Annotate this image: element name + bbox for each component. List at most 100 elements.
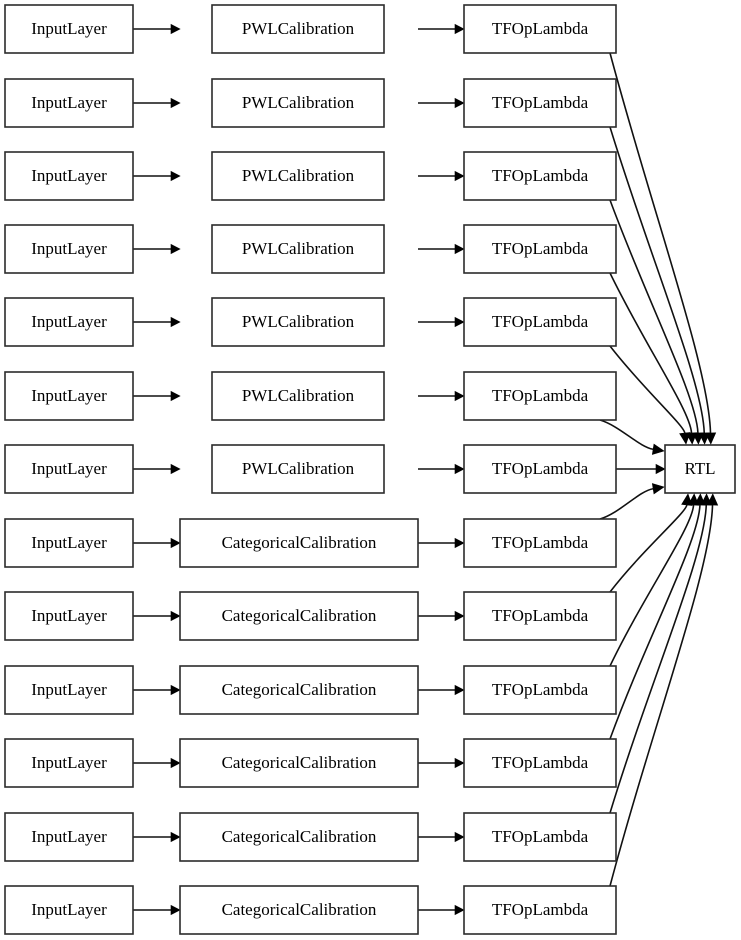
- edge-calibration-tfop-12-arrowhead: [454, 904, 465, 916]
- node-inputlayer-12[interactable]: InputLayer: [4, 885, 134, 935]
- node-tfoplambda-5[interactable]: TFOpLambda: [463, 371, 617, 421]
- node-tfoplambda-12-box: [463, 885, 617, 935]
- node-categoricalcalibration-11[interactable]: CategoricalCalibration: [179, 812, 419, 862]
- node-categoricalcalibration-7-label: CategoricalCalibration: [222, 533, 377, 552]
- node-categoricalcalibration-7[interactable]: CategoricalCalibration: [179, 518, 419, 568]
- edge-input-calibration-5-arrowhead: [170, 390, 181, 402]
- node-inputlayer-10-label: InputLayer: [31, 753, 107, 772]
- node-categoricalcalibration-10-box: [179, 738, 419, 788]
- node-categoricalcalibration-11-label: CategoricalCalibration: [222, 827, 377, 846]
- node-categoricalcalibration-12[interactable]: CategoricalCalibration: [179, 885, 419, 935]
- node-tfoplambda-10-box: [463, 738, 617, 788]
- node-inputlayer-4[interactable]: InputLayer: [4, 297, 134, 347]
- node-pwlcalibration-5-box: [211, 371, 385, 421]
- node-inputlayer-5[interactable]: InputLayer: [4, 371, 134, 421]
- edge-calibration-tfop-5-arrowhead: [454, 390, 465, 402]
- node-tfoplambda-3-label: TFOpLambda: [492, 239, 589, 258]
- edge-tfop-rtl-1-curve: [609, 126, 706, 434]
- node-inputlayer-8-label: InputLayer: [31, 606, 107, 625]
- node-tfoplambda-3[interactable]: TFOpLambda: [463, 224, 617, 274]
- edge-input-calibration-4-arrowhead: [170, 316, 181, 328]
- node-tfoplambda-10-label: TFOpLambda: [492, 753, 589, 772]
- node-tfoplambda-3-box: [463, 224, 617, 274]
- node-tfoplambda-11-box: [463, 812, 617, 862]
- node-inputlayer-5-box: [4, 371, 134, 421]
- node-tfoplambda-11[interactable]: TFOpLambda: [463, 812, 617, 862]
- edge-input-calibration-11-arrowhead: [170, 831, 181, 843]
- node-inputlayer-10-box: [4, 738, 134, 788]
- node-pwlcalibration-2-box: [211, 151, 385, 201]
- node-inputlayer-3[interactable]: InputLayer: [4, 224, 134, 274]
- node-categoricalcalibration-10[interactable]: CategoricalCalibration: [179, 738, 419, 788]
- node-tfoplambda-12[interactable]: TFOpLambda: [463, 885, 617, 935]
- node-inputlayer-10[interactable]: InputLayer: [4, 738, 134, 788]
- node-inputlayer-1-box: [4, 78, 134, 128]
- node-tfoplambda-5-box: [463, 371, 617, 421]
- node-inputlayer-0-label: InputLayer: [31, 19, 107, 38]
- node-pwlcalibration-4[interactable]: PWLCalibration: [211, 297, 385, 347]
- node-inputlayer-11-box: [4, 812, 134, 862]
- node-inputlayer-1[interactable]: InputLayer: [4, 78, 134, 128]
- node-inputlayer-9[interactable]: InputLayer: [4, 665, 134, 715]
- node-categoricalcalibration-8[interactable]: CategoricalCalibration: [179, 591, 419, 641]
- edge-input-calibration-1-arrowhead: [170, 97, 181, 109]
- node-tfoplambda-2[interactable]: TFOpLambda: [463, 151, 617, 201]
- node-tfoplambda-1[interactable]: TFOpLambda: [463, 78, 617, 128]
- node-tfoplambda-6[interactable]: TFOpLambda: [463, 444, 617, 494]
- node-tfoplambda-7[interactable]: TFOpLambda: [463, 518, 617, 568]
- edge-input-calibration-7-arrowhead: [170, 537, 181, 549]
- node-pwlcalibration-6-box: [211, 444, 385, 494]
- node-categoricalcalibration-11-box: [179, 812, 419, 862]
- node-tfoplambda-0-label: TFOpLambda: [492, 19, 589, 38]
- edge-tfop-rtl-4-arrowhead: [679, 432, 691, 445]
- node-pwlcalibration-1[interactable]: PWLCalibration: [211, 78, 385, 128]
- edge-tfop-rtl-2-curve: [609, 199, 699, 434]
- node-inputlayer-4-box: [4, 297, 134, 347]
- node-inputlayer-6-box: [4, 444, 134, 494]
- edge-calibration-tfop-8-arrowhead: [454, 610, 465, 622]
- node-tfoplambda-0[interactable]: TFOpLambda: [463, 4, 617, 54]
- node-tfoplambda-10[interactable]: TFOpLambda: [463, 738, 617, 788]
- node-pwlcalibration-6[interactable]: PWLCalibration: [211, 444, 385, 494]
- node-inputlayer-12-label: InputLayer: [31, 900, 107, 919]
- node-inputlayer-2[interactable]: InputLayer: [4, 151, 134, 201]
- node-categoricalcalibration-9[interactable]: CategoricalCalibration: [179, 665, 419, 715]
- node-inputlayer-11[interactable]: InputLayer: [4, 812, 134, 862]
- node-tfoplambda-4-label: TFOpLambda: [492, 312, 589, 331]
- node-pwlcalibration-4-box: [211, 297, 385, 347]
- edge-input-calibration-0-arrowhead: [170, 23, 181, 35]
- node-tfoplambda-8[interactable]: TFOpLambda: [463, 591, 617, 641]
- edge-calibration-tfop-7-arrowhead: [454, 537, 465, 549]
- node-pwlcalibration-2[interactable]: PWLCalibration: [211, 151, 385, 201]
- node-inputlayer-9-box: [4, 665, 134, 715]
- node-categoricalcalibration-7-box: [179, 518, 419, 568]
- node-tfoplambda-2-label: TFOpLambda: [492, 166, 589, 185]
- edge-tfop-rtl-7-curve: [599, 487, 654, 520]
- node-categoricalcalibration-9-label: CategoricalCalibration: [222, 680, 377, 699]
- node-tfoplambda-8-box: [463, 591, 617, 641]
- node-tfoplambda-4[interactable]: TFOpLambda: [463, 297, 617, 347]
- edge-input-calibration-10-arrowhead: [170, 757, 181, 769]
- node-inputlayer-7-box: [4, 518, 134, 568]
- edge-input-calibration-9-arrowhead: [170, 684, 181, 696]
- node-inputlayer-6-label: InputLayer: [31, 459, 107, 478]
- node-inputlayer-3-box: [4, 224, 134, 274]
- node-inputlayer-6[interactable]: InputLayer: [4, 444, 134, 494]
- node-rtl[interactable]: RTL: [664, 444, 736, 494]
- node-tfoplambda-0-box: [463, 4, 617, 54]
- edge-calibration-tfop-11-arrowhead: [454, 831, 465, 843]
- edge-input-calibration-2-arrowhead: [170, 170, 181, 182]
- edge-calibration-tfop-2-arrowhead: [454, 170, 465, 182]
- edge-input-calibration-3-arrowhead: [170, 243, 181, 255]
- edge-calibration-tfop-0-arrowhead: [454, 23, 465, 35]
- node-pwlcalibration-5[interactable]: PWLCalibration: [211, 371, 385, 421]
- node-inputlayer-8[interactable]: InputLayer: [4, 591, 134, 641]
- node-rtl-label: RTL: [684, 459, 715, 478]
- node-inputlayer-0[interactable]: InputLayer: [4, 4, 134, 54]
- node-tfoplambda-9[interactable]: TFOpLambda: [463, 665, 617, 715]
- node-pwlcalibration-3[interactable]: PWLCalibration: [211, 224, 385, 274]
- node-pwlcalibration-0[interactable]: PWLCalibration: [211, 4, 385, 54]
- node-inputlayer-7[interactable]: InputLayer: [4, 518, 134, 568]
- edge-tfop-rtl-5-arrowhead: [651, 443, 665, 455]
